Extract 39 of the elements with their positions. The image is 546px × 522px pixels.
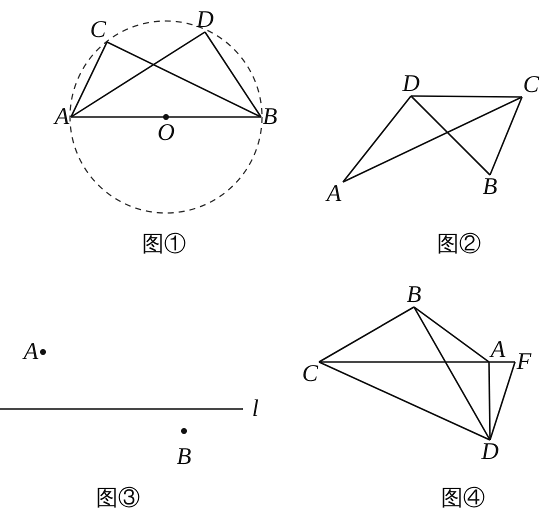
line-segment — [489, 361, 515, 363]
point-label: O — [157, 121, 175, 145]
point-label: D — [402, 72, 420, 96]
point-label: B — [175, 445, 193, 469]
line-segment — [71, 116, 261, 118]
line-segment — [318, 306, 414, 363]
line-segment — [70, 42, 108, 118]
point-label: A — [325, 182, 343, 206]
figure-caption: 图④ — [441, 486, 485, 512]
point-label: B — [405, 283, 423, 307]
line-segment — [319, 361, 489, 363]
line-segment — [489, 362, 516, 440]
line-segment — [413, 306, 491, 440]
figure-caption: 图③ — [96, 486, 140, 512]
line-segment — [488, 362, 491, 440]
point-label: C — [522, 73, 540, 97]
line-segment — [342, 96, 522, 183]
line-segment — [411, 95, 522, 98]
line-label: l — [252, 396, 259, 422]
line-segment — [342, 96, 412, 182]
line-segment — [70, 31, 206, 118]
point-label: F — [515, 350, 533, 374]
point-label: A — [53, 105, 71, 129]
line-segment — [414, 306, 490, 363]
point-label: B — [481, 175, 499, 199]
point-label: A — [22, 340, 40, 364]
line-segment — [318, 361, 490, 441]
point-label: C — [89, 18, 107, 42]
point-label: A — [489, 338, 507, 362]
point-label: D — [481, 440, 499, 464]
line-segment — [106, 41, 262, 118]
figure-caption: 图① — [142, 232, 186, 258]
point-label: C — [301, 362, 319, 386]
point-label: B — [261, 105, 279, 129]
line-segment — [410, 95, 491, 176]
point-label: D — [196, 8, 214, 32]
figure-caption: 图② — [437, 232, 481, 258]
line-segment — [204, 32, 262, 118]
line-segment — [489, 96, 523, 176]
